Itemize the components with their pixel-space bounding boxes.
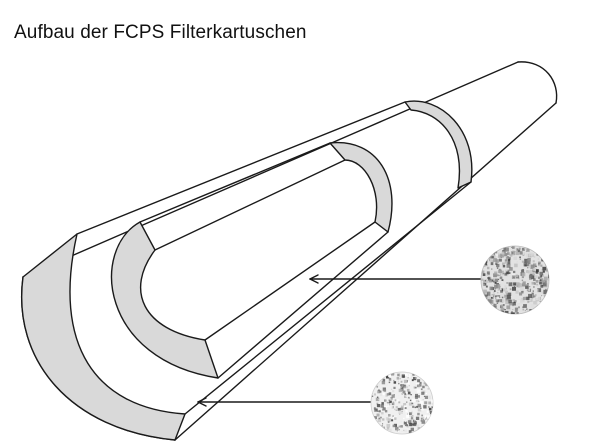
- pointer-arrow-lower: [197, 397, 207, 407]
- inner-layer-bottom-line-b: [204, 221, 376, 341]
- diagram-title: Aufbau der FCPS Filterkartuschen: [14, 22, 307, 43]
- outer-layer-inner-line-top: [76, 101, 406, 235]
- outer-layer-inner-line-bottom: [184, 181, 472, 415]
- fine-filter-medium-swatch: [370, 371, 434, 435]
- mid-outer-band: [404, 100, 473, 189]
- inner-layer-top-line-b: [154, 159, 346, 251]
- pointer-arrow-upper: [309, 274, 319, 284]
- inner-layer-top-line-a: [139, 142, 331, 223]
- inner-layer-bottom-line-a: [217, 231, 389, 379]
- cartridge-drawing: [21, 61, 558, 441]
- coarse-filter-medium-swatch: [480, 245, 550, 315]
- outer-shell-top: [22, 61, 519, 278]
- outer-shell-bottom: [174, 102, 557, 441]
- mid-inner-band: [329, 141, 393, 233]
- far-end-cap: [517, 61, 558, 104]
